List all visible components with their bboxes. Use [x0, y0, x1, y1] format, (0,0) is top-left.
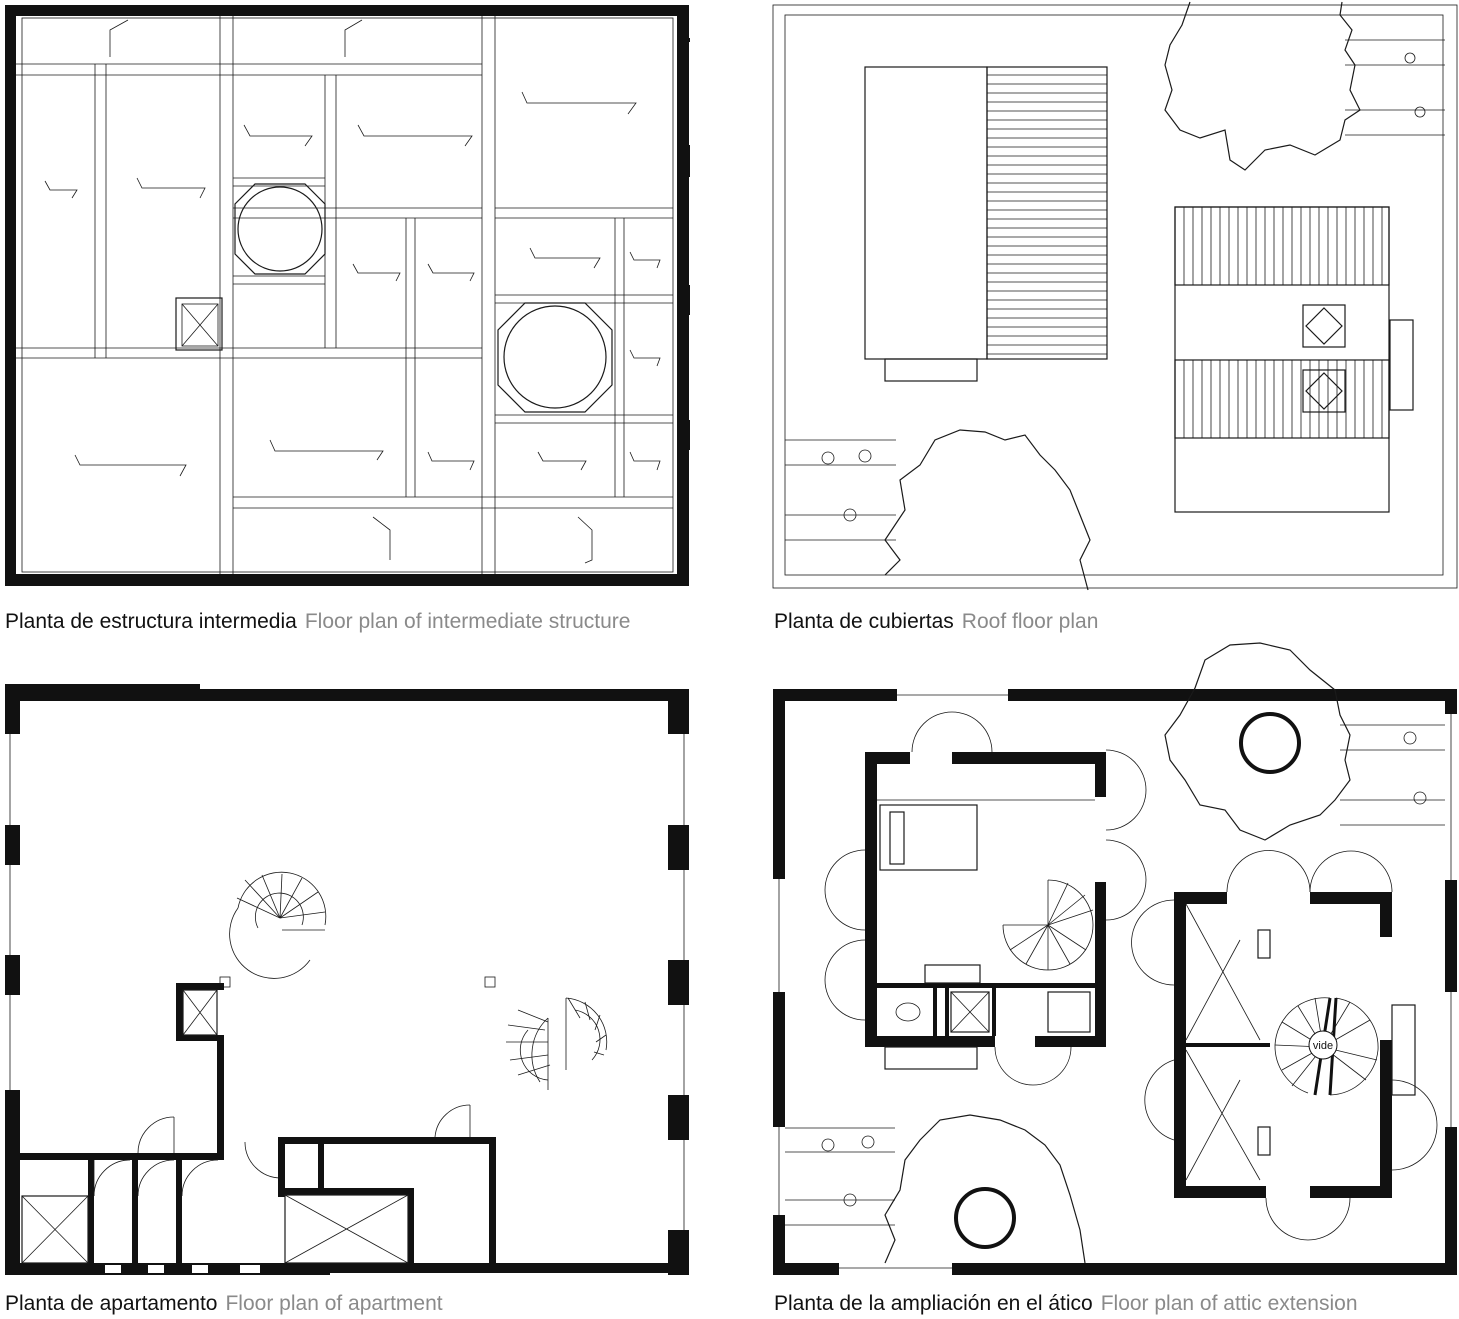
roof-hatching-left — [987, 74, 1107, 355]
caption-es: Planta de cubiertas — [774, 610, 954, 633]
plan-apartment — [0, 680, 700, 1280]
caption-en: Roof floor plan — [961, 610, 1099, 633]
caption-en: Floor plan of apartment — [225, 1292, 443, 1315]
caption-es: Planta de apartamento — [5, 1292, 218, 1315]
plan-attic-extension-drawing: vide — [773, 642, 1457, 1275]
plan-intermediate-structure-drawing — [5, 5, 690, 586]
caption-es: Planta de estructura intermedia — [5, 610, 297, 633]
plan-roof-drawing — [772, 1, 1458, 591]
caption-roof: Planta de cubiertas Roof floor plan — [774, 610, 1098, 634]
caption-en: Floor plan of attic extension — [1100, 1292, 1358, 1315]
plan-roof — [770, 0, 1459, 600]
plan-intermediate-structure — [0, 0, 700, 600]
vide-label: vide — [1313, 1040, 1333, 1052]
plan-apartment-drawing — [5, 684, 689, 1275]
caption-attic-extension: Planta de la ampliación en el ático Floor… — [774, 1292, 1358, 1316]
caption-es: Planta de la ampliación en el ático — [774, 1292, 1093, 1315]
caption-en: Floor plan of intermediate structure — [304, 610, 631, 633]
caption-apartment: Planta de apartamento Floor plan of apart… — [5, 1292, 443, 1316]
caption-intermediate-structure: Planta de estructura intermedia Floor pla… — [5, 610, 630, 634]
plan-attic-extension: vide — [770, 640, 1459, 1285]
roof-hatching-right — [1183, 207, 1383, 438]
